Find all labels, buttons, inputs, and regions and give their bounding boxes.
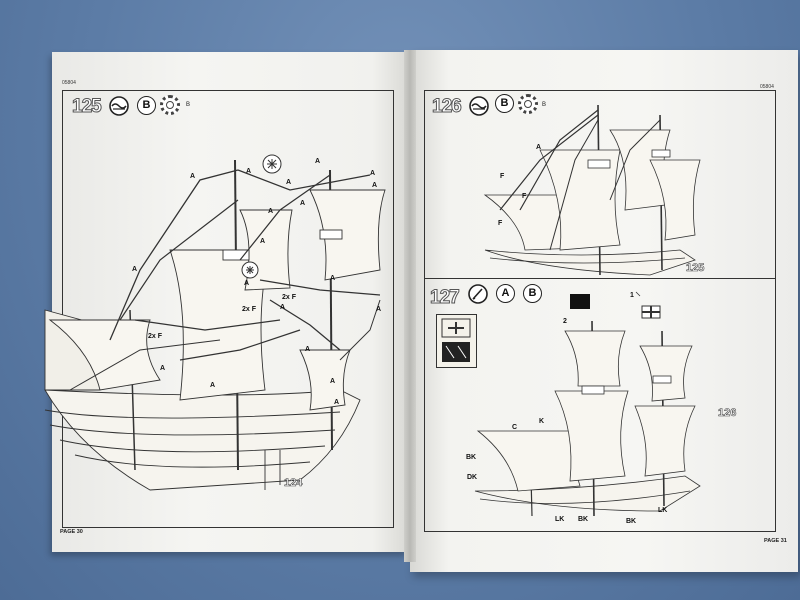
book-gutter <box>404 50 416 562</box>
callout-a: A <box>286 179 292 186</box>
callout-2xf: 2x F <box>242 306 257 313</box>
callout-a: A <box>330 378 336 385</box>
left-code: 05804 <box>62 80 76 86</box>
part-number-124: 124 <box>284 477 303 490</box>
part-number-125: 125 <box>686 262 705 275</box>
callout-a: A <box>280 304 286 311</box>
callout-a: A <box>370 170 376 177</box>
callout-lk: LK <box>658 507 668 514</box>
callout-a: A <box>376 306 382 313</box>
glue-a-icon: A <box>496 284 515 303</box>
callout-a: A <box>260 238 266 245</box>
rope-icon <box>469 96 489 116</box>
callout-a: A <box>244 280 250 287</box>
right-frame <box>424 90 776 532</box>
callout-2xf: 2x F <box>148 333 163 340</box>
flag-number-1: 1 <box>630 292 634 299</box>
callout-dk: DK <box>467 474 478 481</box>
callout-2xf: 2x F <box>282 294 297 301</box>
paint-gear-icon <box>160 95 180 115</box>
callout-a: A <box>300 200 306 207</box>
paint-gear-icon <box>518 94 538 114</box>
callout-bk: BK <box>578 516 589 523</box>
callout-a: A <box>268 208 274 215</box>
callout-a: A <box>305 346 311 353</box>
brush-icon <box>468 284 488 304</box>
callout-a: A <box>132 266 138 273</box>
step-number-125: 125 <box>72 96 103 118</box>
callout-f: F <box>500 173 505 180</box>
callout-a: A <box>330 275 336 282</box>
flag-number-2: 2 <box>563 318 567 325</box>
glue-b-icon: B <box>523 284 542 303</box>
callout-a: A <box>160 365 166 372</box>
ship-drawing-127 <box>474 320 701 517</box>
flag-sheet-thumbnail <box>436 314 477 368</box>
callout-a: A <box>246 168 252 175</box>
rope-icon <box>109 96 129 116</box>
cross-flag <box>635 291 661 319</box>
callout-bk: BK <box>626 518 637 525</box>
callout-k: K <box>539 418 545 425</box>
right-code: 05804 <box>760 84 774 90</box>
callout-c: C <box>512 424 518 431</box>
step-number-126: 126 <box>432 96 463 118</box>
callout-f: F <box>498 220 503 227</box>
callout-lk: LK <box>555 516 565 523</box>
ship-drawing-125 <box>44 154 386 491</box>
callout-a: A <box>536 144 542 151</box>
callout-a: A <box>210 382 216 389</box>
step-number-127: 127 <box>430 287 461 309</box>
callout-bk: BK <box>466 454 477 461</box>
part-number-126: 126 <box>718 407 737 420</box>
left-page-label: PAGE 30 <box>60 529 83 535</box>
callout-a: A <box>372 182 378 189</box>
step-divider <box>424 278 776 279</box>
callout-a: A <box>190 173 196 180</box>
callout-a: A <box>315 158 321 165</box>
black-flag <box>570 294 590 309</box>
glue-b-icon: B <box>137 96 156 115</box>
gear-sub-label: B <box>186 102 191 108</box>
glue-b-icon: B <box>495 94 514 113</box>
gear-sub-label: B <box>542 102 547 108</box>
left-frame <box>62 90 394 528</box>
ship-drawing-126 <box>483 104 701 276</box>
callout-a: A <box>334 399 340 406</box>
callout-f: F <box>522 193 527 200</box>
right-page-label: PAGE 31 <box>764 538 787 544</box>
